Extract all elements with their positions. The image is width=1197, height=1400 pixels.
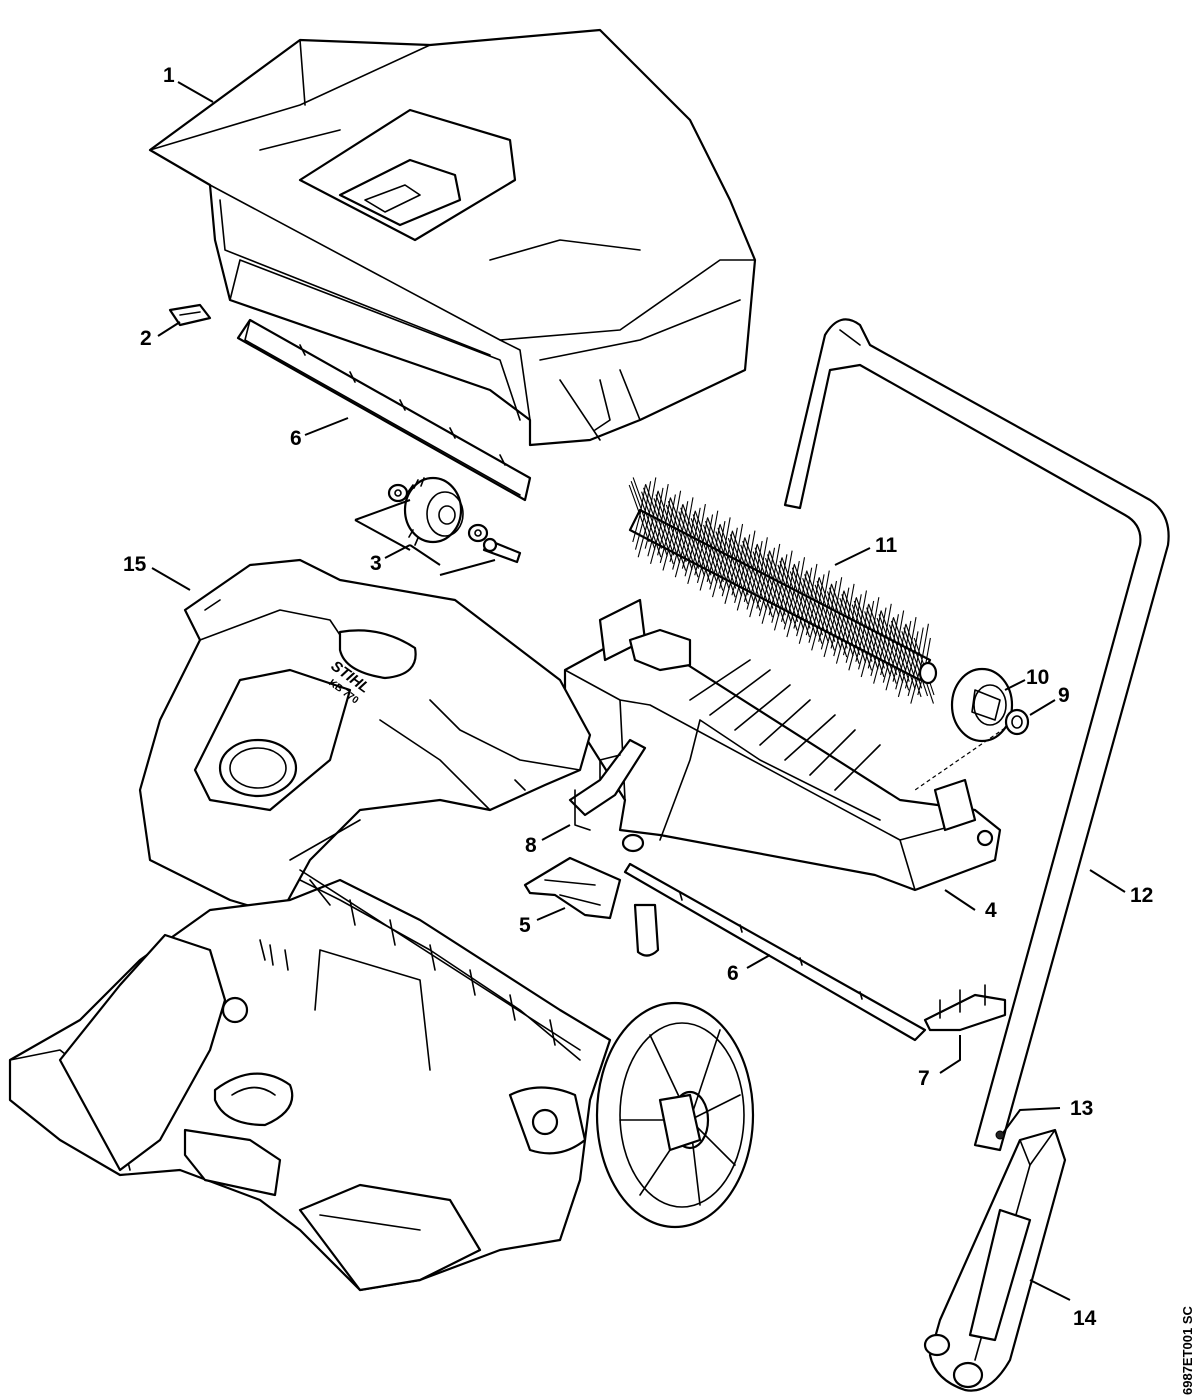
part-10-end-cap[interactable] (950, 667, 1014, 743)
callout-6-upper: 6 (290, 427, 302, 450)
rear-wheel[interactable] (595, 1001, 755, 1229)
guide-pin[interactable] (633, 903, 660, 957)
callout-8: 8 (525, 834, 537, 857)
callout-12: 12 (1130, 884, 1153, 907)
part-11-brush-roller[interactable] (628, 477, 938, 704)
callout-6-lower: 6 (727, 962, 739, 985)
callout-3: 3 (370, 552, 382, 575)
callout-leaders (151, 81, 1126, 1301)
part-3-gear-assembly[interactable] (354, 476, 522, 576)
part-13-pin[interactable] (995, 1130, 1005, 1140)
callout-14: 14 (1073, 1307, 1097, 1330)
part-15-top-cover[interactable] (138, 558, 592, 917)
main-housing[interactable] (8, 869, 612, 1292)
callout-9: 9 (1058, 684, 1070, 707)
callout-1: 1 (163, 64, 175, 87)
callout-15: 15 (123, 553, 147, 576)
part-9-bearing[interactable] (1004, 708, 1030, 736)
part-4-brush-frame[interactable] (563, 598, 1006, 892)
callout-5: 5 (519, 914, 531, 937)
part-6-upper-strip[interactable] (236, 318, 532, 502)
callout-11: 11 (875, 534, 898, 557)
part-14-handle-grip[interactable] (923, 1128, 1067, 1392)
part-7-end-bracket[interactable] (923, 984, 1007, 1032)
part-5-clip[interactable] (523, 856, 622, 920)
callout-4: 4 (985, 899, 997, 922)
part-6-lower-strip[interactable] (623, 862, 927, 1042)
callout-labels: 1 2 3 4 5 6 6 7 8 9 10 11 12 13 14 15 (123, 64, 1153, 1330)
brush-bristles (628, 477, 935, 704)
callout-2: 2 (140, 327, 152, 350)
callout-7: 7 (918, 1067, 930, 1090)
part-1-collection-box[interactable] (148, 28, 757, 447)
part-2-label[interactable] (168, 303, 212, 327)
part-8-bracket[interactable] (568, 738, 647, 831)
part-12-push-handle[interactable] (783, 318, 1170, 1152)
callout-13: 13 (1070, 1097, 1093, 1120)
drawing-code: 6987ET001 SC (1180, 1305, 1195, 1395)
callout-10: 10 (1026, 666, 1049, 689)
